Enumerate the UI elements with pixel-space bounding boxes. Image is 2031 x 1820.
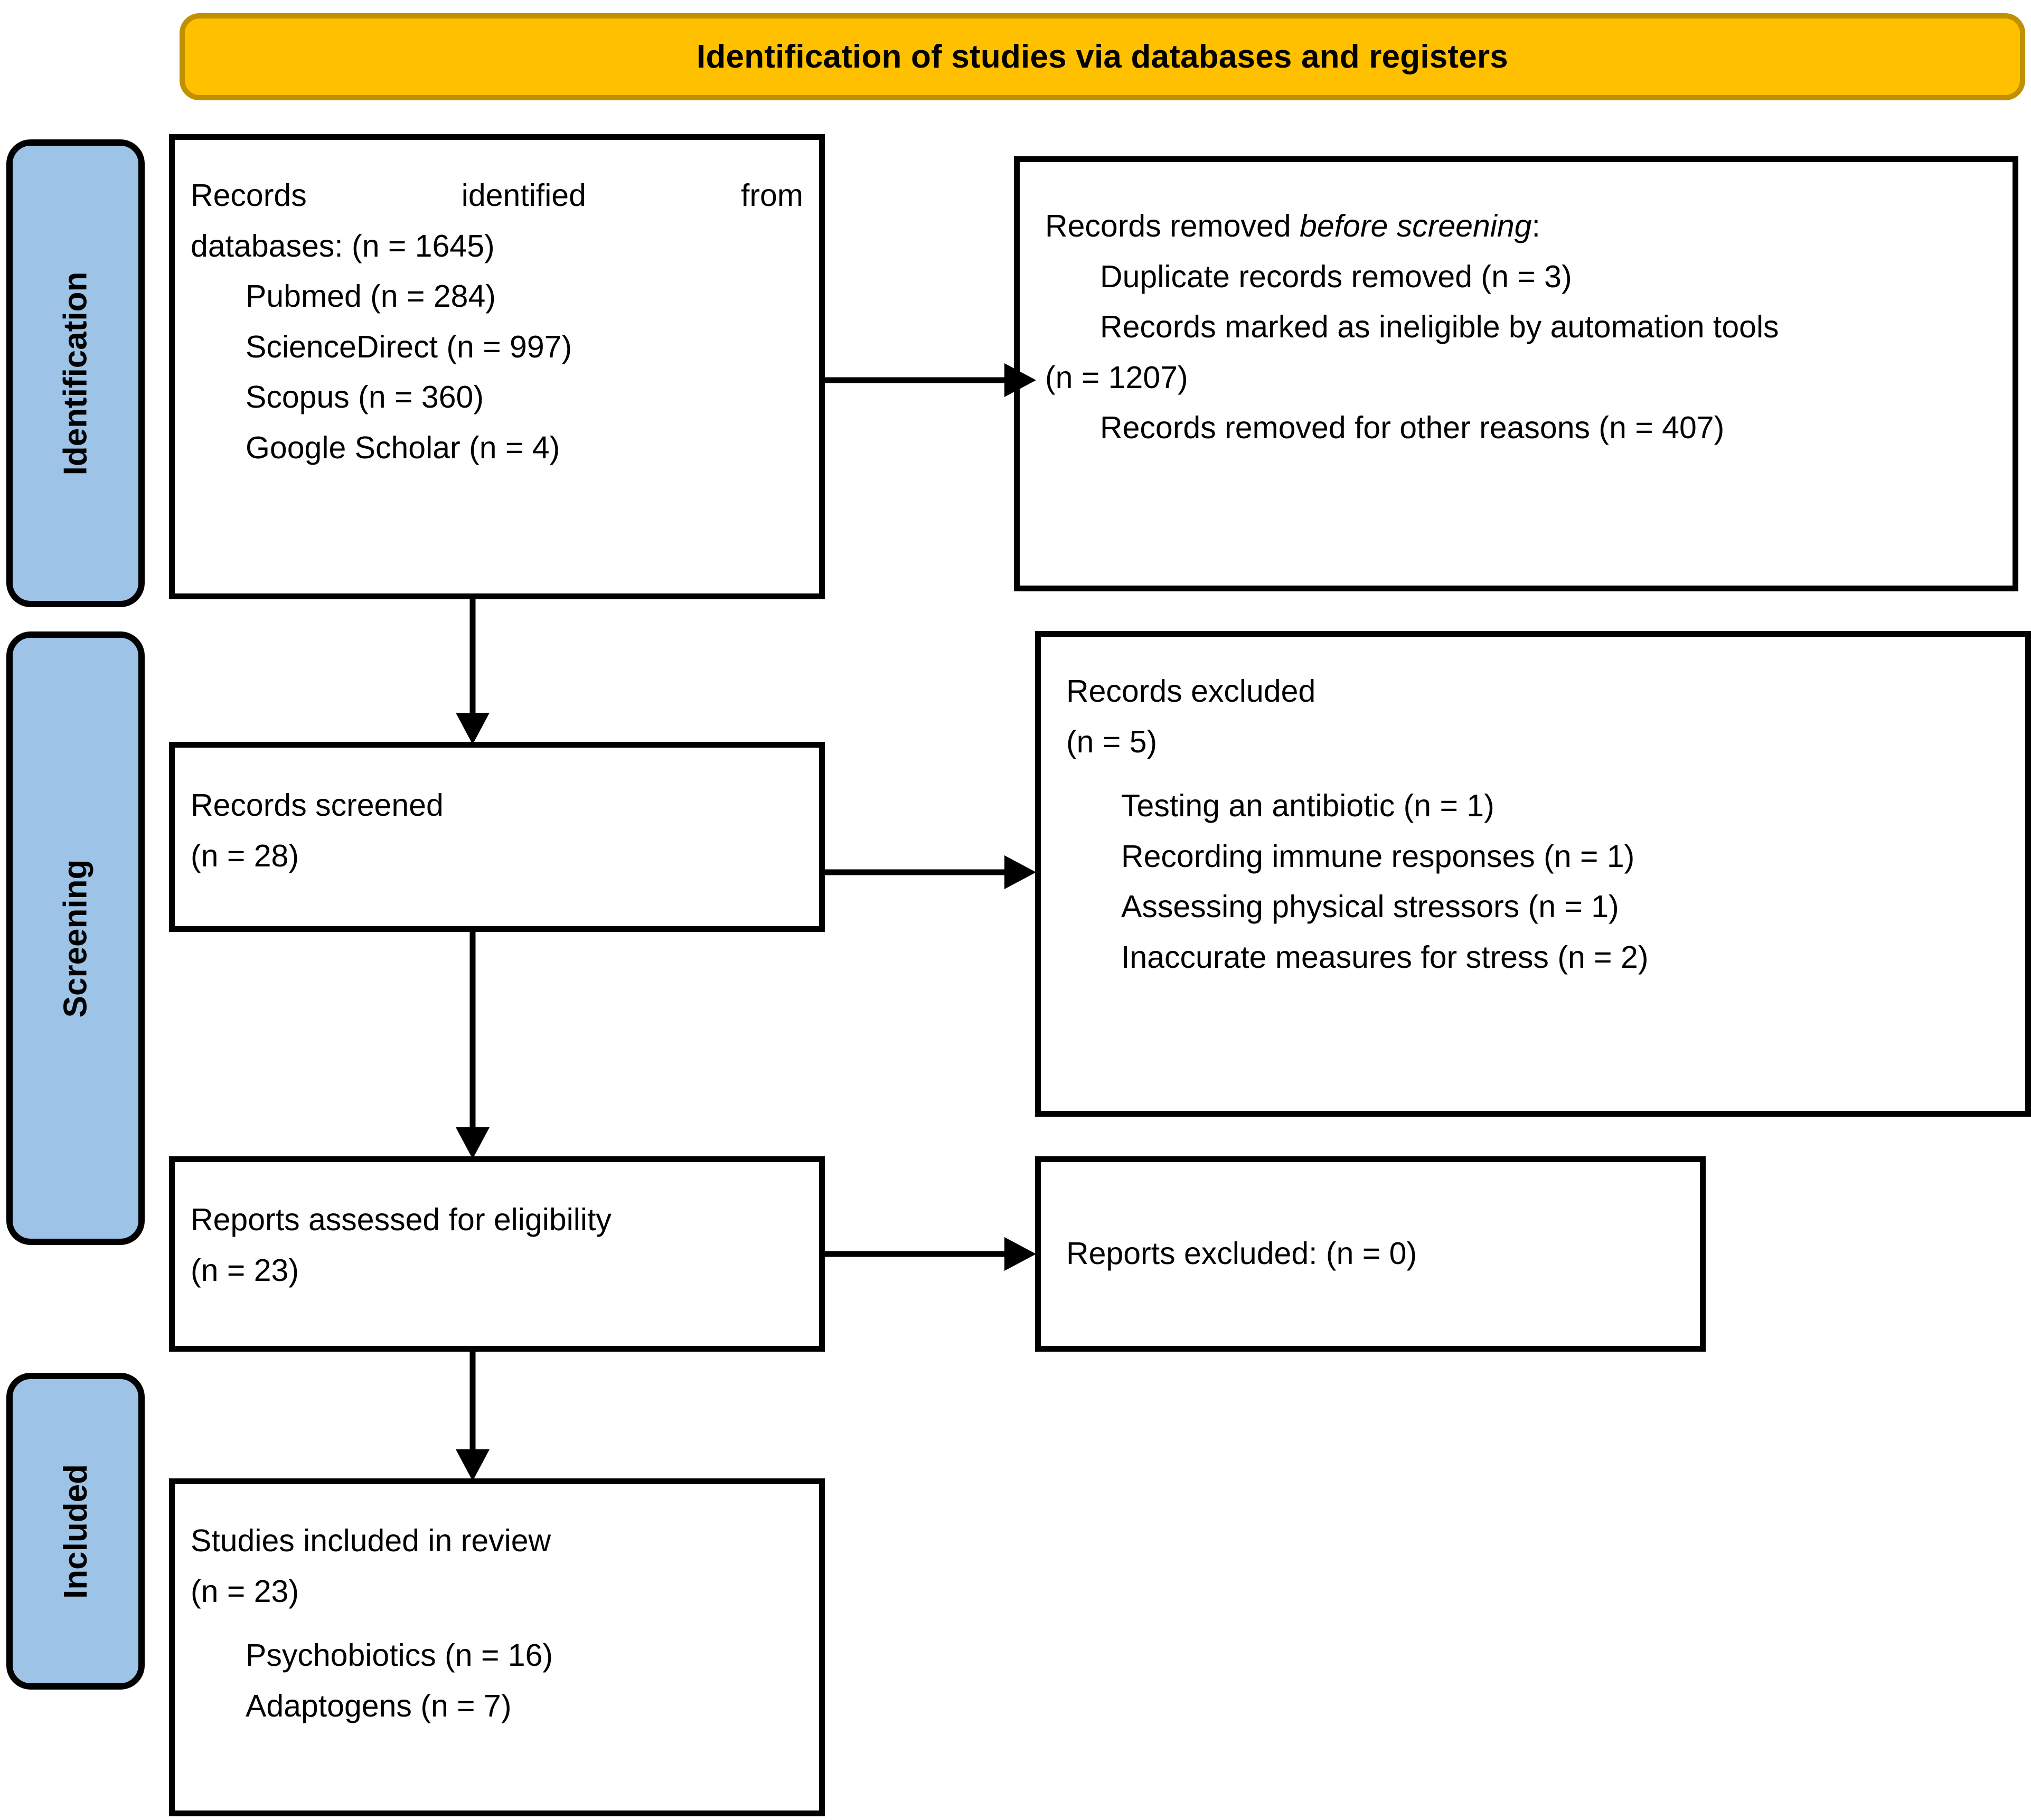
included-category-psychobiotics: Psychobiotics (n = 16) (246, 1638, 553, 1673)
arrow-screened-to-assessed (452, 932, 494, 1159)
records-excluded-heading: Records excluded (1066, 674, 1316, 709)
included-category-adaptogens: Adaptogens (n = 7) (246, 1688, 512, 1723)
records-removed-heading-italic: before screening (1300, 209, 1532, 243)
stage-label-included: Included (6, 1373, 145, 1690)
stage-label-screening: Screening (6, 631, 145, 1245)
stage-label-text: Included (57, 1464, 94, 1599)
records-identified-heading-line1: Records identified from (191, 178, 803, 213)
excluded-reason-immune-responses: Recording immune responses (n = 1) (1121, 838, 1635, 874)
arrow-identified-to-screened (452, 599, 494, 744)
records-identified-heading-line2: databases: (n = 1645) (191, 228, 495, 263)
arrow-identified-to-removed (825, 359, 1036, 401)
records-removed-heading: Records removed before screening: (1045, 201, 1997, 252)
box-reports-assessed: Reports assessed for eligibility (n = 23… (169, 1156, 825, 1352)
source-pubmed: Pubmed (n = 284) (246, 279, 496, 314)
box-reports-excluded: Reports excluded: (n = 0) (1035, 1156, 1706, 1352)
records-screened-count: (n = 28) (191, 838, 299, 873)
reason-automation-tools-count: (n = 1207) (1045, 360, 1188, 395)
source-sciencedirect: ScienceDirect (n = 997) (246, 329, 572, 364)
studies-included-heading: Studies included in review (191, 1523, 551, 1558)
records-removed-heading-prefix: Records removed (1045, 209, 1300, 243)
records-excluded-count: (n = 5) (1066, 724, 1158, 759)
reports-excluded-text: Reports excluded: (n = 0) (1066, 1236, 1417, 1271)
diagram-header-banner: Identification of studies via databases … (180, 13, 2025, 100)
box-records-removed-before-screening: Records removed before screening: Duplic… (1014, 156, 2018, 591)
box-records-excluded: Records excluded (n = 5) Testing an anti… (1035, 631, 2031, 1117)
source-scopus: Scopus (n = 360) (246, 380, 484, 415)
source-google-scholar: Google Scholar (n = 4) (246, 430, 560, 465)
records-screened-heading: Records screened (191, 788, 444, 823)
reason-automation-tools: Records marked as ineligible by automati… (1100, 309, 1779, 345)
records-removed-heading-suffix: : (1531, 209, 1540, 243)
arrow-screened-to-excluded (825, 851, 1036, 893)
page-title: Identification of studies via databases … (697, 39, 1508, 75)
excluded-reason-antibiotic: Testing an antibiotic (n = 1) (1121, 788, 1494, 824)
stage-label-text: Identification (57, 271, 94, 475)
reports-assessed-count: (n = 23) (191, 1252, 299, 1288)
box-records-identified: Records identified from databases: (n = … (169, 134, 825, 599)
reason-duplicate-records: Duplicate records removed (n = 3) (1100, 259, 1572, 294)
stage-label-identification: Identification (6, 139, 145, 607)
reports-assessed-heading: Reports assessed for eligibility (191, 1202, 612, 1237)
arrow-assessed-to-included (452, 1352, 494, 1481)
studies-included-count: (n = 23) (191, 1573, 299, 1609)
box-records-screened: Records screened (n = 28) (169, 742, 825, 932)
excluded-reason-inaccurate-measures: Inaccurate measures for stress (n = 2) (1121, 939, 1649, 975)
excluded-reason-physical-stressors: Assessing physical stressors (n = 1) (1121, 889, 1619, 925)
box-studies-included: Studies included in review (n = 23) Psyc… (169, 1478, 825, 1816)
stage-label-text: Screening (57, 859, 94, 1017)
reason-other: Records removed for other reasons (n = 4… (1100, 410, 1725, 446)
arrow-assessed-to-reports-excluded (825, 1233, 1036, 1275)
